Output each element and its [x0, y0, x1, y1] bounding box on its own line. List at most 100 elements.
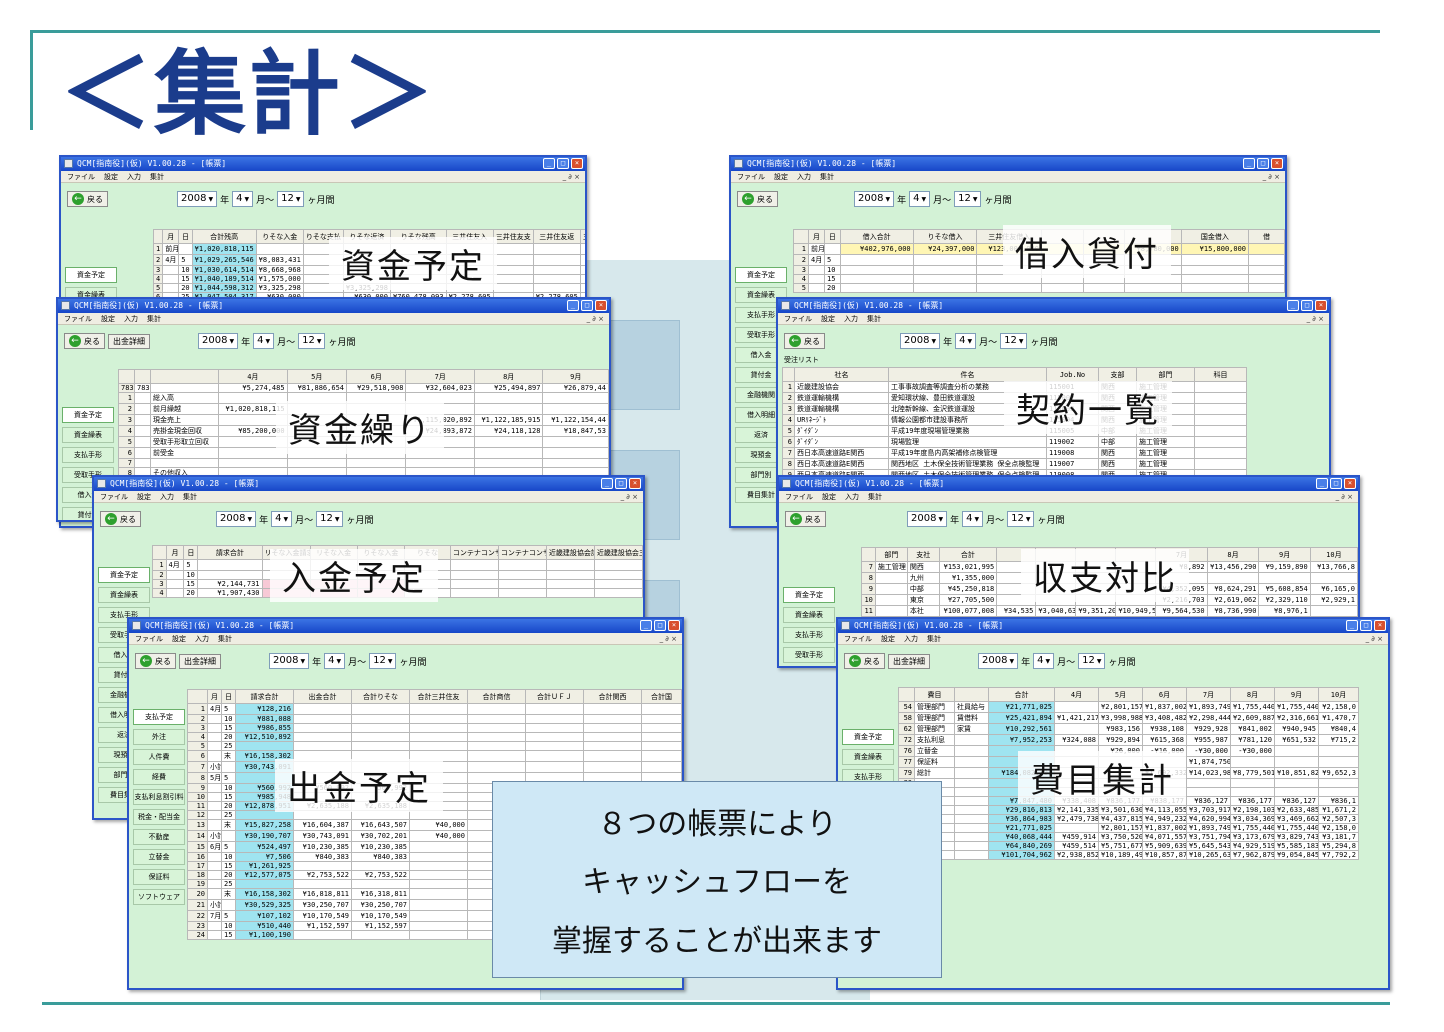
grid-cell[interactable] [207, 741, 222, 751]
grid-cell[interactable]: 6 [187, 750, 208, 762]
table-row[interactable]: 11本社¥100,077,008¥34,535¥3,040,630¥9,351,… [861, 605, 1358, 617]
grid-cell[interactable]: ¥32,604,023 [405, 383, 475, 393]
grid-cell[interactable] [351, 930, 410, 940]
close-button[interactable]: × [629, 478, 641, 489]
grid-column-header[interactable]: 5月 [286, 369, 348, 384]
grid-cell[interactable]: 79 [898, 767, 915, 779]
menu-item-3[interactable]: 集計 [820, 173, 834, 181]
grid-cell[interactable] [641, 714, 682, 724]
year-select[interactable]: 2008▼ [978, 653, 1019, 669]
grid-cell[interactable]: 関西地区 土木保全技術管理業務 保全点検監理 [888, 458, 1047, 470]
grid-cell[interactable]: ¥36,864,983 [988, 814, 1055, 824]
grid-cell[interactable] [473, 403, 544, 415]
grid-cell[interactable]: 立替金 [914, 745, 955, 757]
grid-cell[interactable]: 近畿建設協会 [794, 381, 889, 393]
grid-column-header[interactable]: 月 [808, 229, 825, 244]
table-row[interactable]: ¥29,816,813¥2,141,335¥3,501,630¥4,113,05… [898, 805, 1359, 815]
grid-cell[interactable]: ¥64,840,269 [988, 841, 1055, 851]
window-titlebar[interactable]: QCM[指南役](仮) V1.00.28 - [帳票] _ □ × [61, 157, 585, 171]
grid-cell[interactable] [1318, 778, 1359, 788]
grid-cell[interactable]: ¥7,792,2 [1318, 850, 1359, 860]
grid-cell[interactable] [583, 732, 642, 742]
grid-cell[interactable] [1124, 283, 1182, 293]
grid-cell[interactable] [221, 830, 236, 842]
grid-cell[interactable]: ¥29,518,908 [345, 383, 407, 393]
grid-cell[interactable] [545, 570, 595, 580]
grid-cell[interactable]: 15 [221, 930, 236, 940]
grid-cell[interactable]: 関西 [1098, 447, 1137, 459]
back-button[interactable]: ←戻る [784, 333, 825, 349]
grid-cell[interactable]: ¥80, [579, 254, 585, 266]
grid-cell[interactable]: ¥5,645,543 [1186, 841, 1231, 851]
grid-cell[interactable] [874, 605, 908, 617]
grid-cell[interactable]: 西日本高速道路E関西 [794, 458, 889, 470]
maximize-button[interactable]: □ [581, 300, 593, 311]
grid-cell[interactable]: 前月 [162, 243, 180, 255]
grid-cell[interactable]: ¥1,893,749 [1186, 823, 1231, 833]
grid-cell[interactable]: ¥13,456,290 [1206, 561, 1260, 573]
grid-cell[interactable]: ¥25,494,897 [473, 383, 544, 393]
grid-column-header[interactable]: 支部 [1098, 367, 1137, 382]
grid-cell[interactable]: ¥14,023,982 [1186, 767, 1231, 779]
window-titlebar[interactable]: QCM[指南役](仮) V1.00.28 - [帳票] _ □ × [778, 299, 1329, 313]
grid-cell[interactable] [134, 403, 151, 415]
grid-cell[interactable] [449, 570, 499, 580]
year-select[interactable]: 2008▼ [198, 333, 239, 349]
mdi-controls[interactable]: _ ∂ × [562, 173, 580, 181]
grid-cell[interactable]: 2 [118, 403, 135, 415]
grid-cell[interactable] [954, 778, 989, 788]
grid-cell[interactable] [1248, 283, 1285, 293]
grid-cell[interactable]: ¥3,501,630 [1098, 805, 1143, 815]
grid-cell[interactable] [954, 796, 989, 806]
grid-cell[interactable] [1194, 403, 1247, 415]
grid-cell[interactable]: 20 [187, 888, 208, 900]
grid-cell[interactable] [912, 265, 978, 275]
grid-cell[interactable]: 8 [187, 772, 208, 784]
grid-cell[interactable]: ¥21,771,025 [988, 823, 1055, 833]
grid-cell[interactable]: ¥4,113,055 [1142, 805, 1187, 815]
grid-cell[interactable] [409, 732, 468, 742]
table-row[interactable]: ¥64,840,269¥459,514¥5,751,677¥5,909,639¥… [898, 841, 1359, 851]
grid-column-header[interactable]: 借入合計 [839, 229, 914, 244]
grid-cell[interactable]: 10 [221, 852, 236, 862]
grid-cell[interactable] [641, 732, 682, 742]
grid-cell[interactable]: 7 [187, 761, 208, 773]
grid-cell[interactable]: 119008 [1046, 447, 1099, 459]
grid-cell[interactable] [641, 750, 682, 762]
grid-cell[interactable]: 4 [118, 425, 135, 437]
menu-item-0[interactable]: ファイル [737, 173, 765, 181]
menu-item-0[interactable]: ファイル [64, 315, 92, 323]
grid-cell[interactable]: ¥5,608,854 [1258, 583, 1311, 595]
grid-cell[interactable] [1309, 605, 1358, 617]
grid-column-header[interactable]: 4月 [218, 369, 288, 384]
period-select[interactable]: 12▼ [277, 191, 305, 207]
grid-cell[interactable]: 5 [782, 425, 795, 437]
maximize-button[interactable]: □ [1257, 158, 1269, 169]
grid-cell[interactable] [1206, 572, 1260, 584]
grid-cell[interactable]: 9 [187, 783, 208, 793]
grid-column-header[interactable]: 科目 [1194, 367, 1247, 382]
grid-cell[interactable]: ¥80, [579, 274, 585, 284]
grid-cell[interactable] [467, 723, 526, 733]
maximize-button[interactable]: □ [1330, 478, 1342, 489]
grid-cell[interactable]: 小計 [207, 761, 222, 773]
period-select[interactable]: 12▼ [1007, 511, 1035, 527]
grid-cell[interactable]: 72 [898, 734, 915, 746]
grid-cell[interactable]: ¥715,2 [1318, 734, 1359, 746]
grid-cell[interactable]: ¥10,170,549 [351, 910, 410, 922]
grid-cell[interactable]: ¥10,949,550 [1115, 605, 1157, 617]
grid-cell[interactable]: 3 [118, 414, 135, 426]
menu-item-1[interactable]: 設定 [881, 635, 895, 643]
mdi-controls[interactable]: _ ∂ × [659, 635, 677, 643]
close-button[interactable]: × [1374, 620, 1386, 631]
grid-cell[interactable] [954, 832, 989, 842]
grid-cell[interactable] [351, 732, 410, 742]
back-button[interactable]: ←戻る [64, 333, 105, 349]
grid-cell[interactable] [1248, 265, 1285, 275]
side-menu-item[interactable]: 資金繰表 [735, 287, 787, 303]
grid-cell[interactable]: ¥10,230,385 [293, 841, 352, 853]
grid-cell[interactable]: 5 [187, 741, 208, 751]
